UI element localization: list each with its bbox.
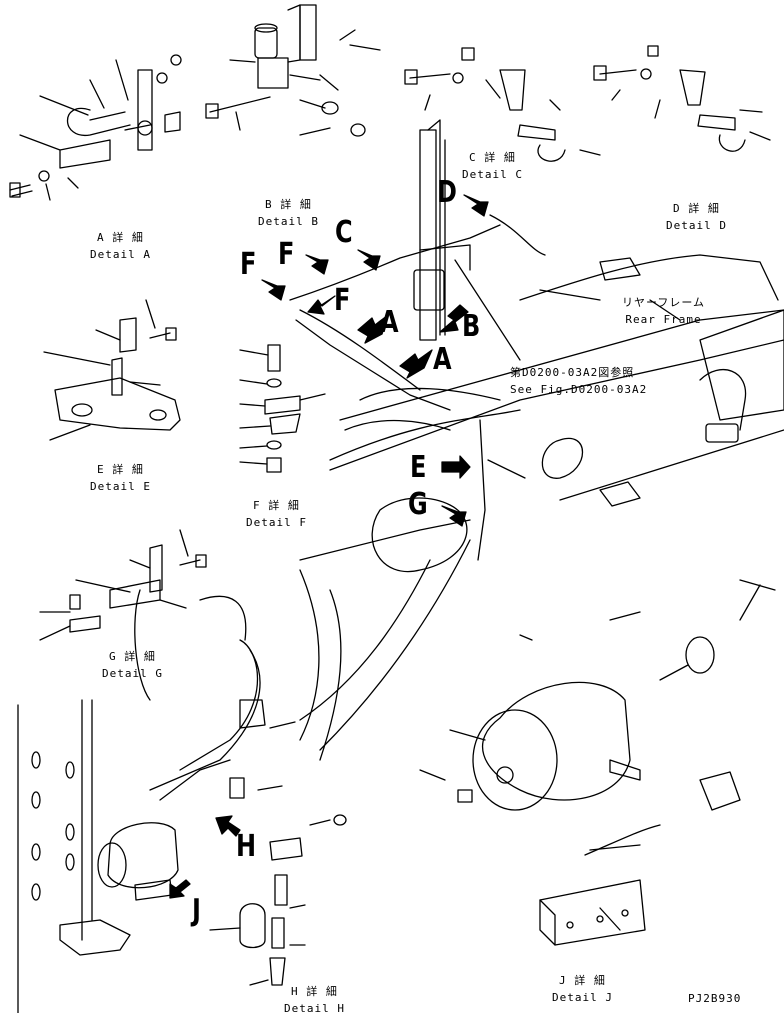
see-figure-jp: 第D0200-03A2図参照 [510,366,635,379]
see-figure-en: See Fig.D0200-03A2 [510,383,648,396]
arrow-f1 [305,254,329,275]
detail-e-jp: E 詳 細 [97,463,144,476]
compressor-assembly [97,699,296,901]
callout-d: D [437,174,457,210]
detail-a-parts [9,54,182,201]
callout-a2: A [433,341,452,377]
detail-b-en: Detail B [258,215,319,228]
detail-j-jp: J 詳 細 [559,974,606,987]
detail-e-en: Detail E [90,480,151,493]
drawing-code: PJ2B930 [688,992,742,1005]
body-panel-outline [299,387,521,761]
rear-frame-en: Rear Frame [625,313,702,326]
detail-e-parts [43,299,181,441]
detail-d-jp: D 詳 細 [673,202,720,215]
detail-j-en: Detail J [552,991,613,1004]
callout-a1: A [380,304,399,340]
detail-h-jp: H 詳 細 [291,985,338,998]
detail-c-caption: C 詳 細 Detail C [462,149,523,183]
rear-frame-label: リヤーフレーム Rear Frame [622,294,705,328]
detail-c-en: Detail C [462,168,523,181]
callout-b: B [462,308,481,344]
arrow-e [441,455,471,479]
arrow-a1 [357,314,389,344]
callout-arrows [169,194,489,899]
detail-g-jp: G 詳 細 [109,650,156,663]
rear-frame-outline [329,254,784,507]
callout-h: H [236,828,257,864]
leader-lines [454,259,681,361]
detail-g-en: Detail G [102,667,163,680]
detail-c-parts [404,47,601,162]
arrow-d [463,194,489,217]
air-tank [419,579,776,946]
detail-g-caption: G 詳 細 Detail G [102,648,163,682]
callout-e: E [410,449,427,485]
arrow-h [215,815,241,837]
detail-a-jp: A 詳 細 [97,231,144,244]
left-side-panel [17,699,131,1013]
callout-f3: F [334,282,351,318]
arrow-b [439,304,469,333]
detail-a-en: Detail A [90,248,151,261]
detail-a-caption: A 詳 細 Detail A [90,229,151,263]
rear-frame-jp: リヤーフレーム [622,296,706,309]
detail-d-caption: D 詳 細 Detail D [666,200,727,234]
callout-c: C [335,214,353,250]
arrow-a2 [399,349,433,379]
air-hose-routing [134,214,546,791]
detail-c-jp: C 詳 細 [469,151,516,164]
arrow-j [169,879,191,899]
arrow-f3 [307,295,336,315]
detail-f-en: Detail F [246,516,307,529]
detail-j-caption: J 詳 細 Detail J [552,972,613,1006]
detail-d-en: Detail D [666,219,727,232]
detail-g-parts [39,529,207,641]
detail-b-jp: B 詳 細 [265,198,312,211]
callout-g: G [408,486,428,522]
detail-h-parts [209,814,347,986]
detail-h-caption: H 詳 細 Detail H [284,983,345,1017]
detail-b-caption: B 詳 細 Detail B [258,196,319,230]
detail-f-parts [239,344,326,473]
detail-f-jp: F 詳 細 [253,499,300,512]
detail-h-en: Detail H [284,1002,345,1015]
detail-d-parts [593,45,771,152]
detail-b-parts [205,4,381,137]
vertical-mast [413,119,471,341]
callout-f2: F [240,246,257,282]
arrow-c [357,249,381,271]
callout-f1: F [278,236,295,272]
arrow-f2 [261,279,286,301]
arrow-g [441,505,467,527]
see-figure-note: 第D0200-03A2図参照 See Fig.D0200-03A2 [510,364,647,398]
callout-j: J [192,892,201,928]
detail-e-caption: E 詳 細 Detail E [90,461,151,495]
detail-f-caption: F 詳 細 Detail F [246,497,307,531]
